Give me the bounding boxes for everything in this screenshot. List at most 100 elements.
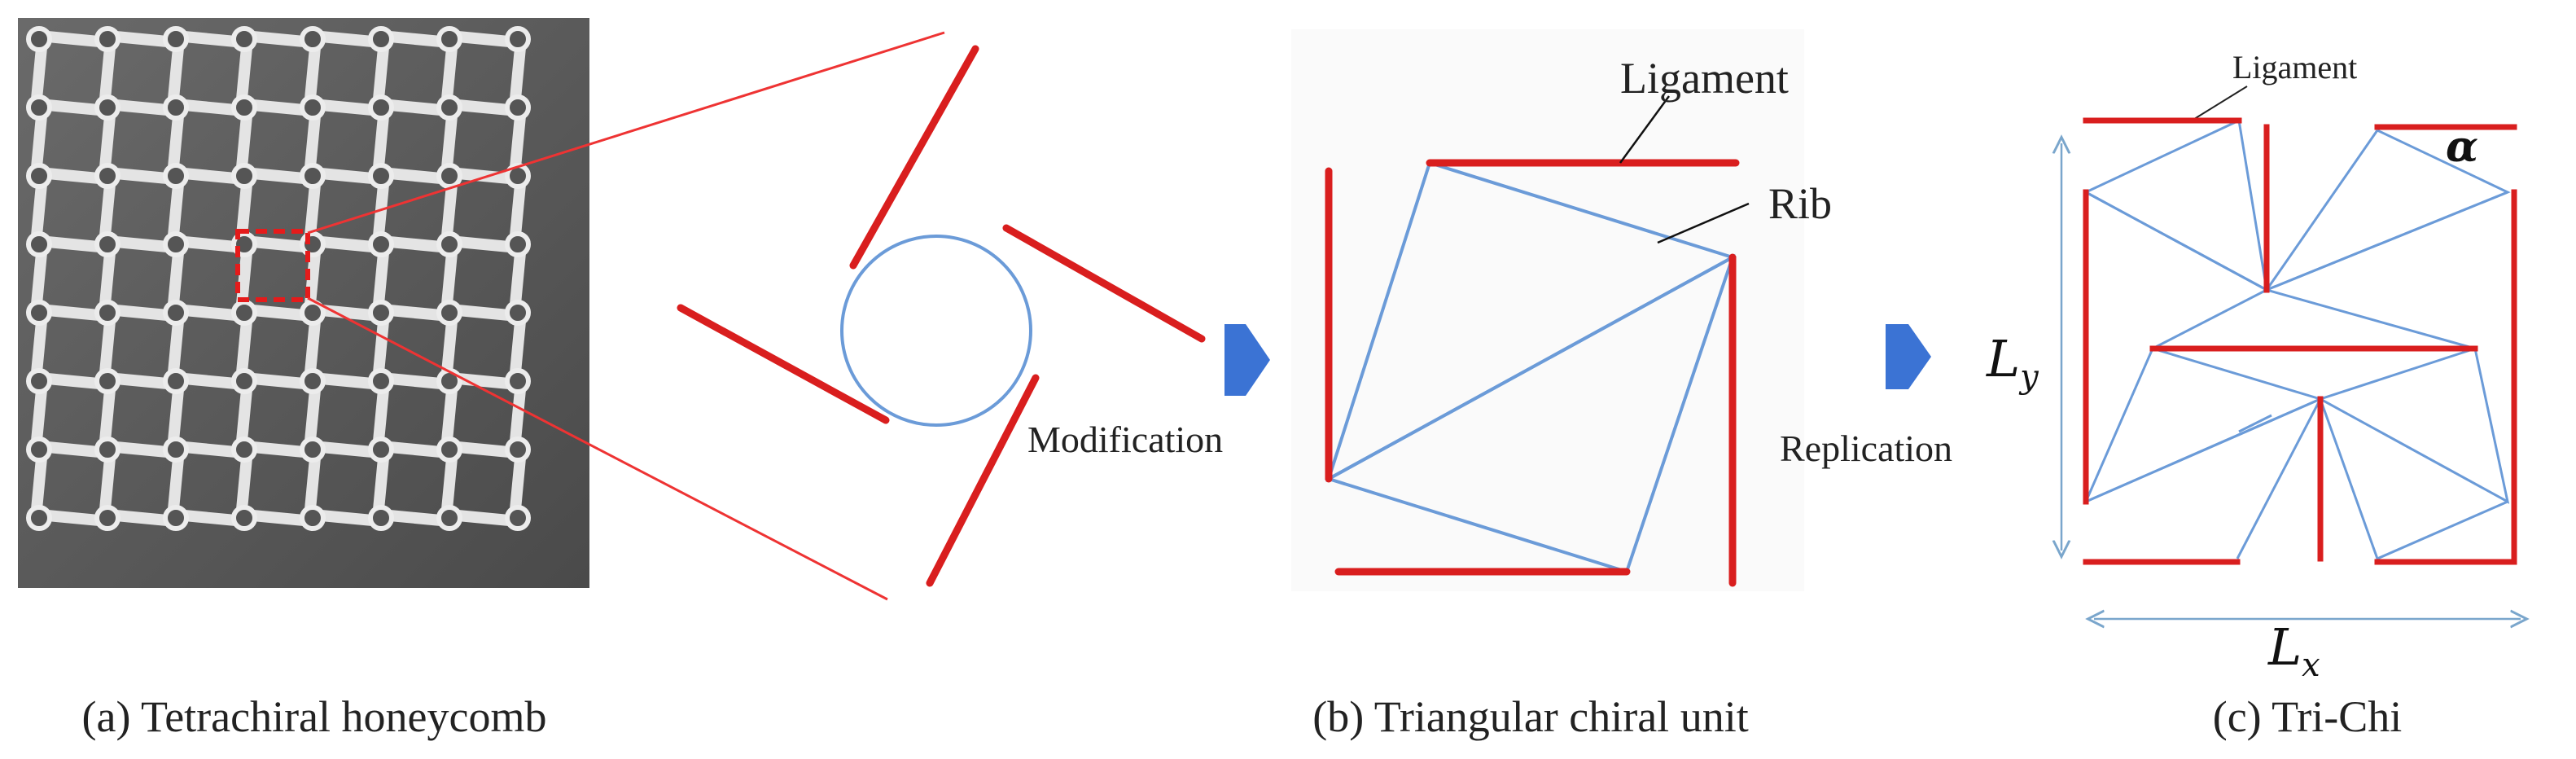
zoom-line-bottom [307, 296, 888, 601]
lattice-node [436, 26, 462, 52]
lattice-node [368, 368, 394, 394]
lattice-node [300, 163, 326, 189]
lattice-node [94, 94, 120, 121]
lattice-node [163, 368, 189, 394]
lattice-node [368, 163, 394, 189]
lattice-node [231, 368, 257, 394]
lattice-node [368, 26, 394, 52]
lattice-node [300, 368, 326, 394]
rib-tri-4 [2263, 191, 2508, 350]
node-ligament-bottom [926, 374, 1040, 587]
lx-sub: x [2302, 647, 2320, 684]
zoom-box [235, 229, 310, 302]
lattice-node [231, 26, 257, 52]
caption-a: (a) Tetrachiral honeycomb [82, 692, 547, 741]
lattice-node [300, 437, 326, 463]
lattice-node [436, 163, 462, 189]
lattice-node [94, 505, 120, 531]
lattice-node [94, 231, 120, 257]
lattice-node [368, 300, 394, 326]
lattice-node [94, 163, 120, 189]
lattice-node [26, 437, 52, 463]
ligaments-b [1325, 159, 1740, 587]
modification-arrow: Modification [1027, 324, 1270, 460]
lattice-node [26, 368, 52, 394]
rib-network [2083, 118, 2511, 561]
replication-arrow: Replication [1780, 324, 1952, 469]
lattice-node [368, 437, 394, 463]
lattice-node [163, 26, 189, 52]
lattice-node [436, 505, 462, 531]
lattice-node [300, 26, 326, 52]
lattice-node [368, 505, 394, 531]
lattice-node [231, 94, 257, 121]
lattice-node [505, 368, 531, 394]
lattice-node [231, 437, 257, 463]
ligament-label-c: Ligament [2232, 49, 2357, 86]
lattice-node [505, 231, 531, 257]
lattice-node [436, 231, 462, 257]
lattice-node [26, 163, 52, 189]
ligaments-c [2083, 117, 2517, 565]
panel-c: Ligament α Ly Lx [1986, 49, 2521, 684]
lattice-node [505, 94, 531, 121]
lattice-node [231, 505, 257, 531]
lattice-node [26, 231, 52, 257]
ly-sub: y [2018, 358, 2039, 396]
lattice-node [436, 300, 462, 326]
lattice-node [163, 231, 189, 257]
lattice-node [505, 163, 531, 189]
rib-minor [2238, 414, 2272, 433]
rib-tri-2 [2085, 191, 2270, 350]
rib-tri-5 [2083, 347, 2324, 504]
lattice-node [26, 94, 52, 121]
panel-b: Ligament Rib [1291, 29, 1832, 591]
rib-tri-1 [2085, 118, 2268, 292]
lx-main: L [2267, 617, 2302, 677]
lattice-node [436, 368, 462, 394]
lattice-node [231, 163, 257, 189]
caption-b: (b) Triangular chiral unit [1312, 692, 1748, 741]
lattice-node [505, 300, 531, 326]
lattice-node [94, 437, 120, 463]
lattice-node [300, 505, 326, 531]
lattice-node [436, 437, 462, 463]
modification-label: Modification [1027, 419, 1223, 460]
node-ring [840, 235, 1032, 427]
replication-label: Replication [1780, 428, 1952, 469]
ligament-leader-c [2191, 86, 2248, 121]
caption-c: (c) Tri-Chi [2213, 692, 2403, 741]
lattice-node [26, 300, 52, 326]
ly-main: L [1986, 329, 2020, 388]
lattice-node [163, 163, 189, 189]
lattice-node [300, 231, 326, 257]
lattice-node [94, 300, 120, 326]
lattice-node [505, 26, 531, 52]
rib-triangles [1324, 160, 1737, 574]
rib-triangle-lower [1324, 253, 1736, 574]
ly-label: Ly [1986, 329, 2039, 396]
chiral-node [677, 45, 1206, 587]
zoom-line-top [307, 31, 945, 235]
rib-label: Rib [1768, 179, 1832, 228]
arrow-shape-2 [1886, 324, 1931, 389]
lattice-node [163, 94, 189, 121]
lattice-node [94, 368, 120, 394]
lx-label: Lx [2267, 617, 2320, 684]
lattice-node [505, 505, 531, 531]
node-ligament-left [677, 304, 890, 424]
alpha-label: α [2446, 122, 2478, 172]
panel-a [18, 18, 945, 601]
lattice-node [300, 94, 326, 121]
ligament-leader [1619, 95, 1671, 164]
lattice-node [94, 26, 120, 52]
lattice-node [163, 437, 189, 463]
node-ligament-right [1002, 224, 1206, 343]
ligament-label-b: Ligament [1620, 54, 1789, 103]
rib-tri-7 [2317, 347, 2510, 504]
lattice-node [26, 505, 52, 531]
lattice-node [26, 26, 52, 52]
rib-leader [1657, 202, 1750, 244]
